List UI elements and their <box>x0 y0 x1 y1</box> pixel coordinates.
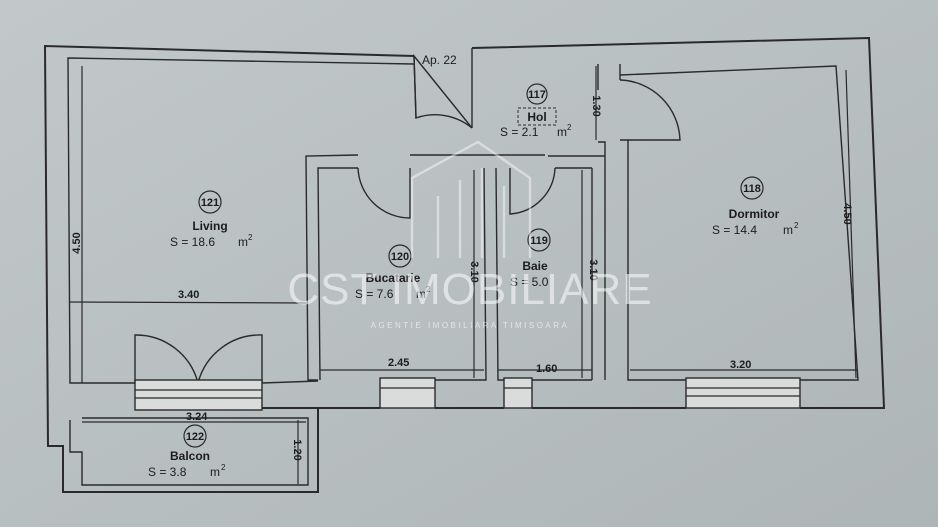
dim-hol-height: 1.30 <box>590 95 602 116</box>
dim-baie-width: 1.60 <box>536 363 557 375</box>
apartment-label: Ap. 22 <box>422 53 457 67</box>
watermark-tagline: AGENTIE IMOBILIARA TIMISOARA <box>371 321 570 330</box>
watermark-building-logo-icon <box>410 140 532 258</box>
bedroom-door-icon <box>619 79 681 141</box>
dim-living-height: 4.50 <box>71 232 83 253</box>
dim-bucatarie-width: 2.45 <box>388 357 409 369</box>
room-number: 120 <box>391 251 409 263</box>
room-area-unit: m <box>783 223 793 237</box>
living-window-icon <box>134 379 263 411</box>
room-area-exponent: 2 <box>221 463 226 472</box>
room-number: 122 <box>186 431 204 443</box>
room-living: 121 Living S = 18.6 m 2 <box>170 190 253 249</box>
room-area: S = 5.0 <box>510 275 549 289</box>
bedroom-window-icon <box>685 377 801 409</box>
dimension-labels: 3.40 4.50 1.30 2.45 3.10 1.60 3.10 3.20 … <box>71 95 853 460</box>
room-number: 118 <box>743 183 761 195</box>
room-bucatarie: 120 Bucatarie S = 7.6 m 2 <box>355 244 431 301</box>
dimension-lines <box>69 66 858 484</box>
room-area-exponent: 2 <box>567 123 572 132</box>
room-name: Balcon <box>170 449 210 463</box>
room-number: 121 <box>201 197 219 209</box>
room-number: 117 <box>528 89 546 101</box>
room-hol: 117 Hol S = 2.1 m 2 <box>500 83 572 139</box>
kitchen-door-icon <box>357 167 411 219</box>
room-area-unit: m <box>557 125 567 139</box>
room-dormitor: 118 Dormitor S = 14.4 m 2 <box>712 176 799 237</box>
bathroom-door-icon <box>509 167 556 215</box>
watermark: CST IMOBILIARE AGENTIE IMOBILIARA TIMISO… <box>287 140 652 330</box>
dim-bucatarie-height: 3.10 <box>468 261 480 282</box>
dim-balcon-width: 3.24 <box>186 411 208 423</box>
room-area-unit: m <box>210 465 220 479</box>
room-area-unit: m <box>416 287 426 301</box>
room-name: Baie <box>522 259 548 273</box>
room-area-unit: m <box>238 235 248 249</box>
room-name: Hol <box>527 110 546 124</box>
doors <box>134 53 681 384</box>
room-area-exponent: 2 <box>794 221 799 230</box>
dim-dormitor-height: 4.50 <box>841 203 853 224</box>
room-area: S = 3.8 <box>148 465 187 479</box>
watermark-brand: CST IMOBILIARE <box>287 265 652 314</box>
interior-walls <box>69 48 686 486</box>
room-area-exponent: 2 <box>426 285 431 294</box>
room-area-exponent: 2 <box>248 233 253 242</box>
room-balcon: 122 Balcon S = 3.8 m 2 <box>148 424 226 479</box>
room-name: Living <box>192 219 227 233</box>
entrance-door-icon <box>413 53 473 129</box>
kitchen-window-icon <box>379 377 436 409</box>
room-name: Dormitor <box>729 207 780 221</box>
balcony-door-right-icon <box>197 334 263 384</box>
room-baie: 119 Baie S = 5.0 <box>510 228 551 289</box>
outer-walls <box>43 36 886 493</box>
room-area: S = 18.6 <box>170 235 215 249</box>
dim-baie-height: 3.10 <box>587 259 599 280</box>
room-name: Bucatarie <box>366 271 421 285</box>
dim-dormitor-width: 3.20 <box>730 359 751 371</box>
dim-balcon-height: 1.20 <box>291 439 303 460</box>
room-area: S = 2.1 <box>500 125 539 139</box>
room-area: S = 7.6 <box>355 287 394 301</box>
bath-window-icon <box>503 377 533 409</box>
windows <box>134 377 801 411</box>
room-number: 119 <box>530 235 548 247</box>
balcony-door-left-icon <box>134 334 199 384</box>
dim-living-width: 3.40 <box>178 289 199 301</box>
room-area: S = 14.4 <box>712 223 757 237</box>
